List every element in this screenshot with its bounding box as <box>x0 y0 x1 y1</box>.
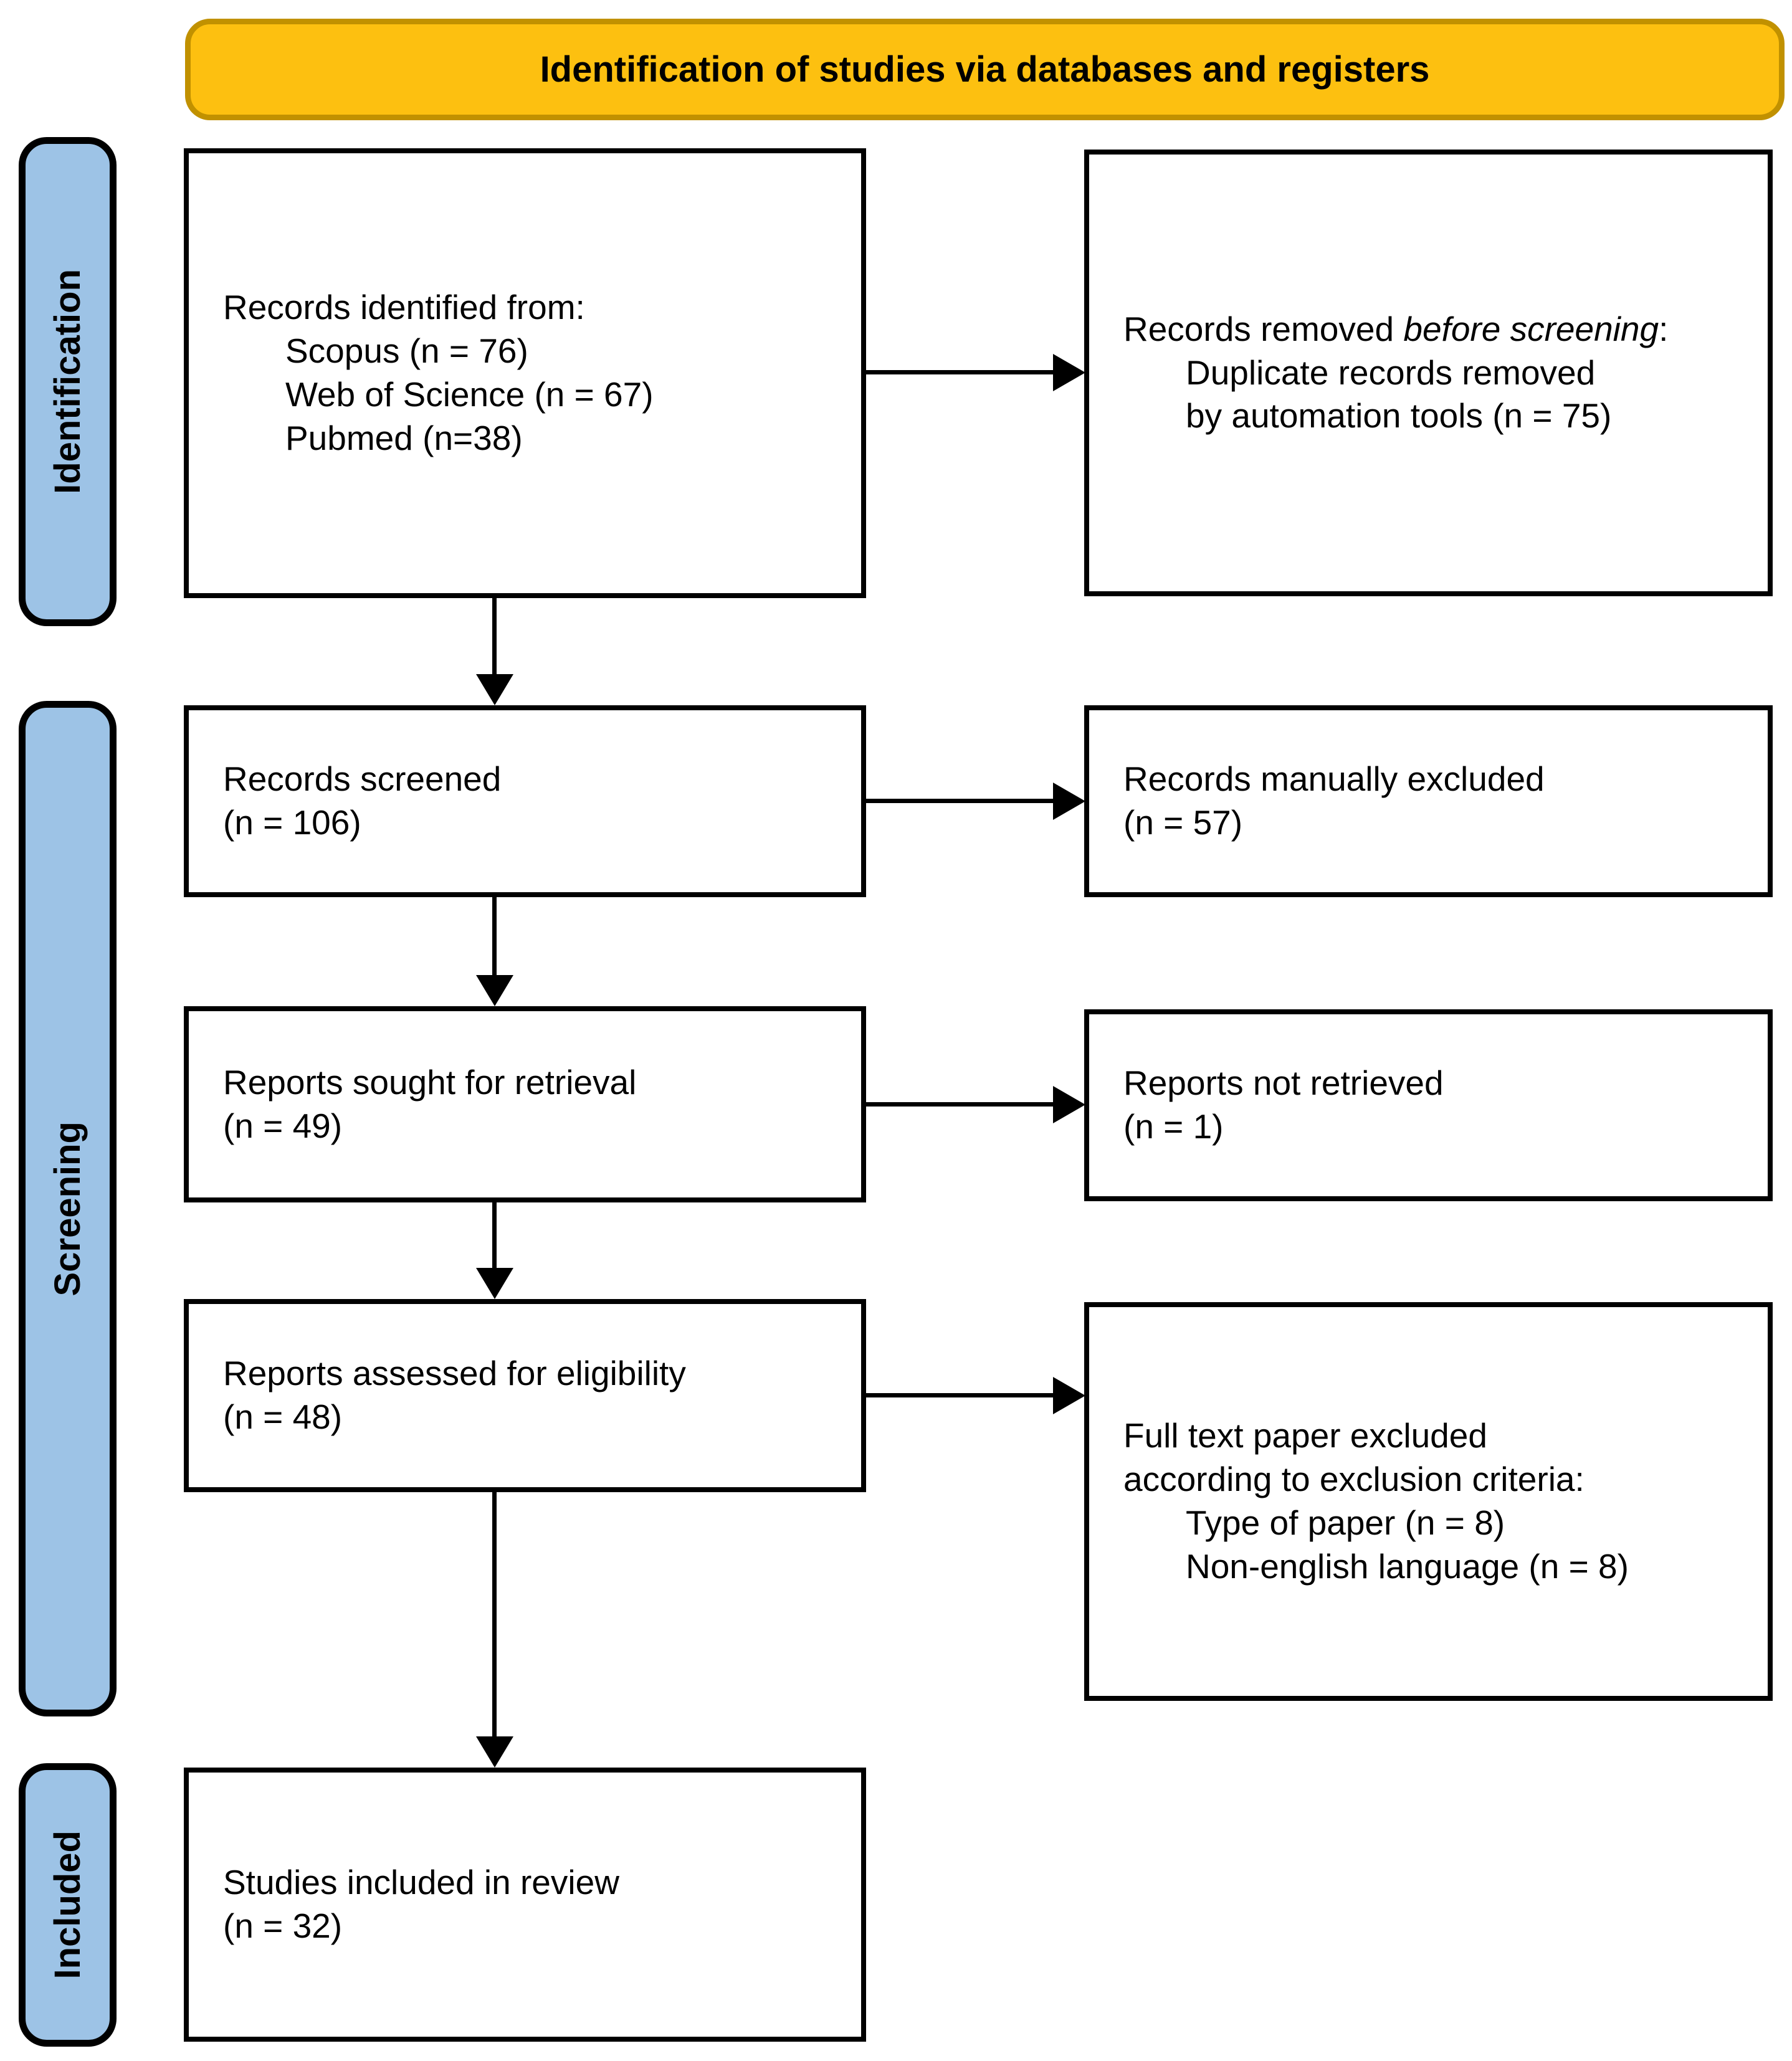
box-reports-not-retrieved: Reports not retrieved (n = 1) <box>1084 1009 1773 1201</box>
sidebar-stage-identification-label: Identification <box>47 269 88 494</box>
records-removed-heading-italic: before screening <box>1403 309 1659 348</box>
records-screened-text: Records screened (n = 106) <box>223 759 502 842</box>
records-removed-item: Duplicate records removed by automation … <box>1186 353 1612 436</box>
reports-sought-text: Reports sought for retrieval (n = 49) <box>223 1062 637 1145</box>
fulltext-excluded-item: Type of paper (n = 8) <box>1186 1503 1505 1542</box>
fulltext-excluded-item: Non-english language (n = 8) <box>1186 1546 1629 1586</box>
records-removed-heading: Records removed before screening: <box>1123 308 1734 351</box>
box-fulltext-excluded: Full text paper excluded according to ex… <box>1084 1302 1773 1701</box>
box-records-removed: Records removed before screening: Duplic… <box>1084 150 1773 596</box>
reports-assessed-text: Reports assessed for eligibility (n = 48… <box>223 1354 686 1436</box>
reports-not-retrieved-text: Reports not retrieved (n = 1) <box>1123 1064 1444 1146</box>
sidebar-stage-screening: Screening <box>19 701 117 1716</box>
fulltext-excluded-heading: Full text paper excluded according to ex… <box>1123 1416 1585 1499</box>
records-identified-item: Pubmed (n=38) <box>285 418 523 457</box>
arrow-identified-to-removed <box>866 370 1054 374</box>
arrow-assessed-to-fulltext-excluded <box>866 1393 1054 1397</box>
box-records-screened: Records screened (n = 106) <box>184 705 866 897</box>
records-identified-heading: Records identified from: <box>223 288 585 327</box>
arrow-screened-to-manually-excluded <box>866 799 1054 803</box>
records-identified-item: Scopus (n = 76) <box>285 331 528 371</box>
box-records-manually-excluded: Records manually excluded (n = 57) <box>1084 705 1773 897</box>
records-removed-heading-prefix: Records removed <box>1123 309 1404 348</box>
sidebar-stage-identification: Identification <box>19 137 117 626</box>
box-studies-included: Studies included in review (n = 32) <box>184 1768 866 2042</box>
records-identified-item: Web of Science (n = 67) <box>285 375 654 414</box>
arrow-screened-to-sought <box>492 897 497 976</box>
box-reports-sought: Reports sought for retrieval (n = 49) <box>184 1006 866 1202</box>
banner: Identification of studies via databases … <box>185 19 1785 120</box>
sidebar-stage-screening-label: Screening <box>47 1121 88 1297</box>
arrow-sought-to-not-retrieved <box>866 1102 1054 1107</box>
sidebar-stage-included-label: Included <box>47 1830 88 1979</box>
banner-title: Identification of studies via databases … <box>540 49 1430 90</box>
sidebar-stage-included: Included <box>19 1763 117 2047</box>
records-removed-heading-suffix: : <box>1659 309 1669 348</box>
box-records-identified: Records identified from: Scopus (n = 76)… <box>184 148 866 598</box>
box-reports-assessed: Reports assessed for eligibility (n = 48… <box>184 1299 866 1492</box>
arrow-sought-to-assessed <box>492 1202 497 1269</box>
arrow-assessed-to-included <box>492 1492 497 1738</box>
records-manually-excluded-text: Records manually excluded (n = 57) <box>1123 759 1545 842</box>
studies-included-text: Studies included in review (n = 32) <box>223 1863 619 1945</box>
arrow-identified-to-screened <box>492 598 497 675</box>
